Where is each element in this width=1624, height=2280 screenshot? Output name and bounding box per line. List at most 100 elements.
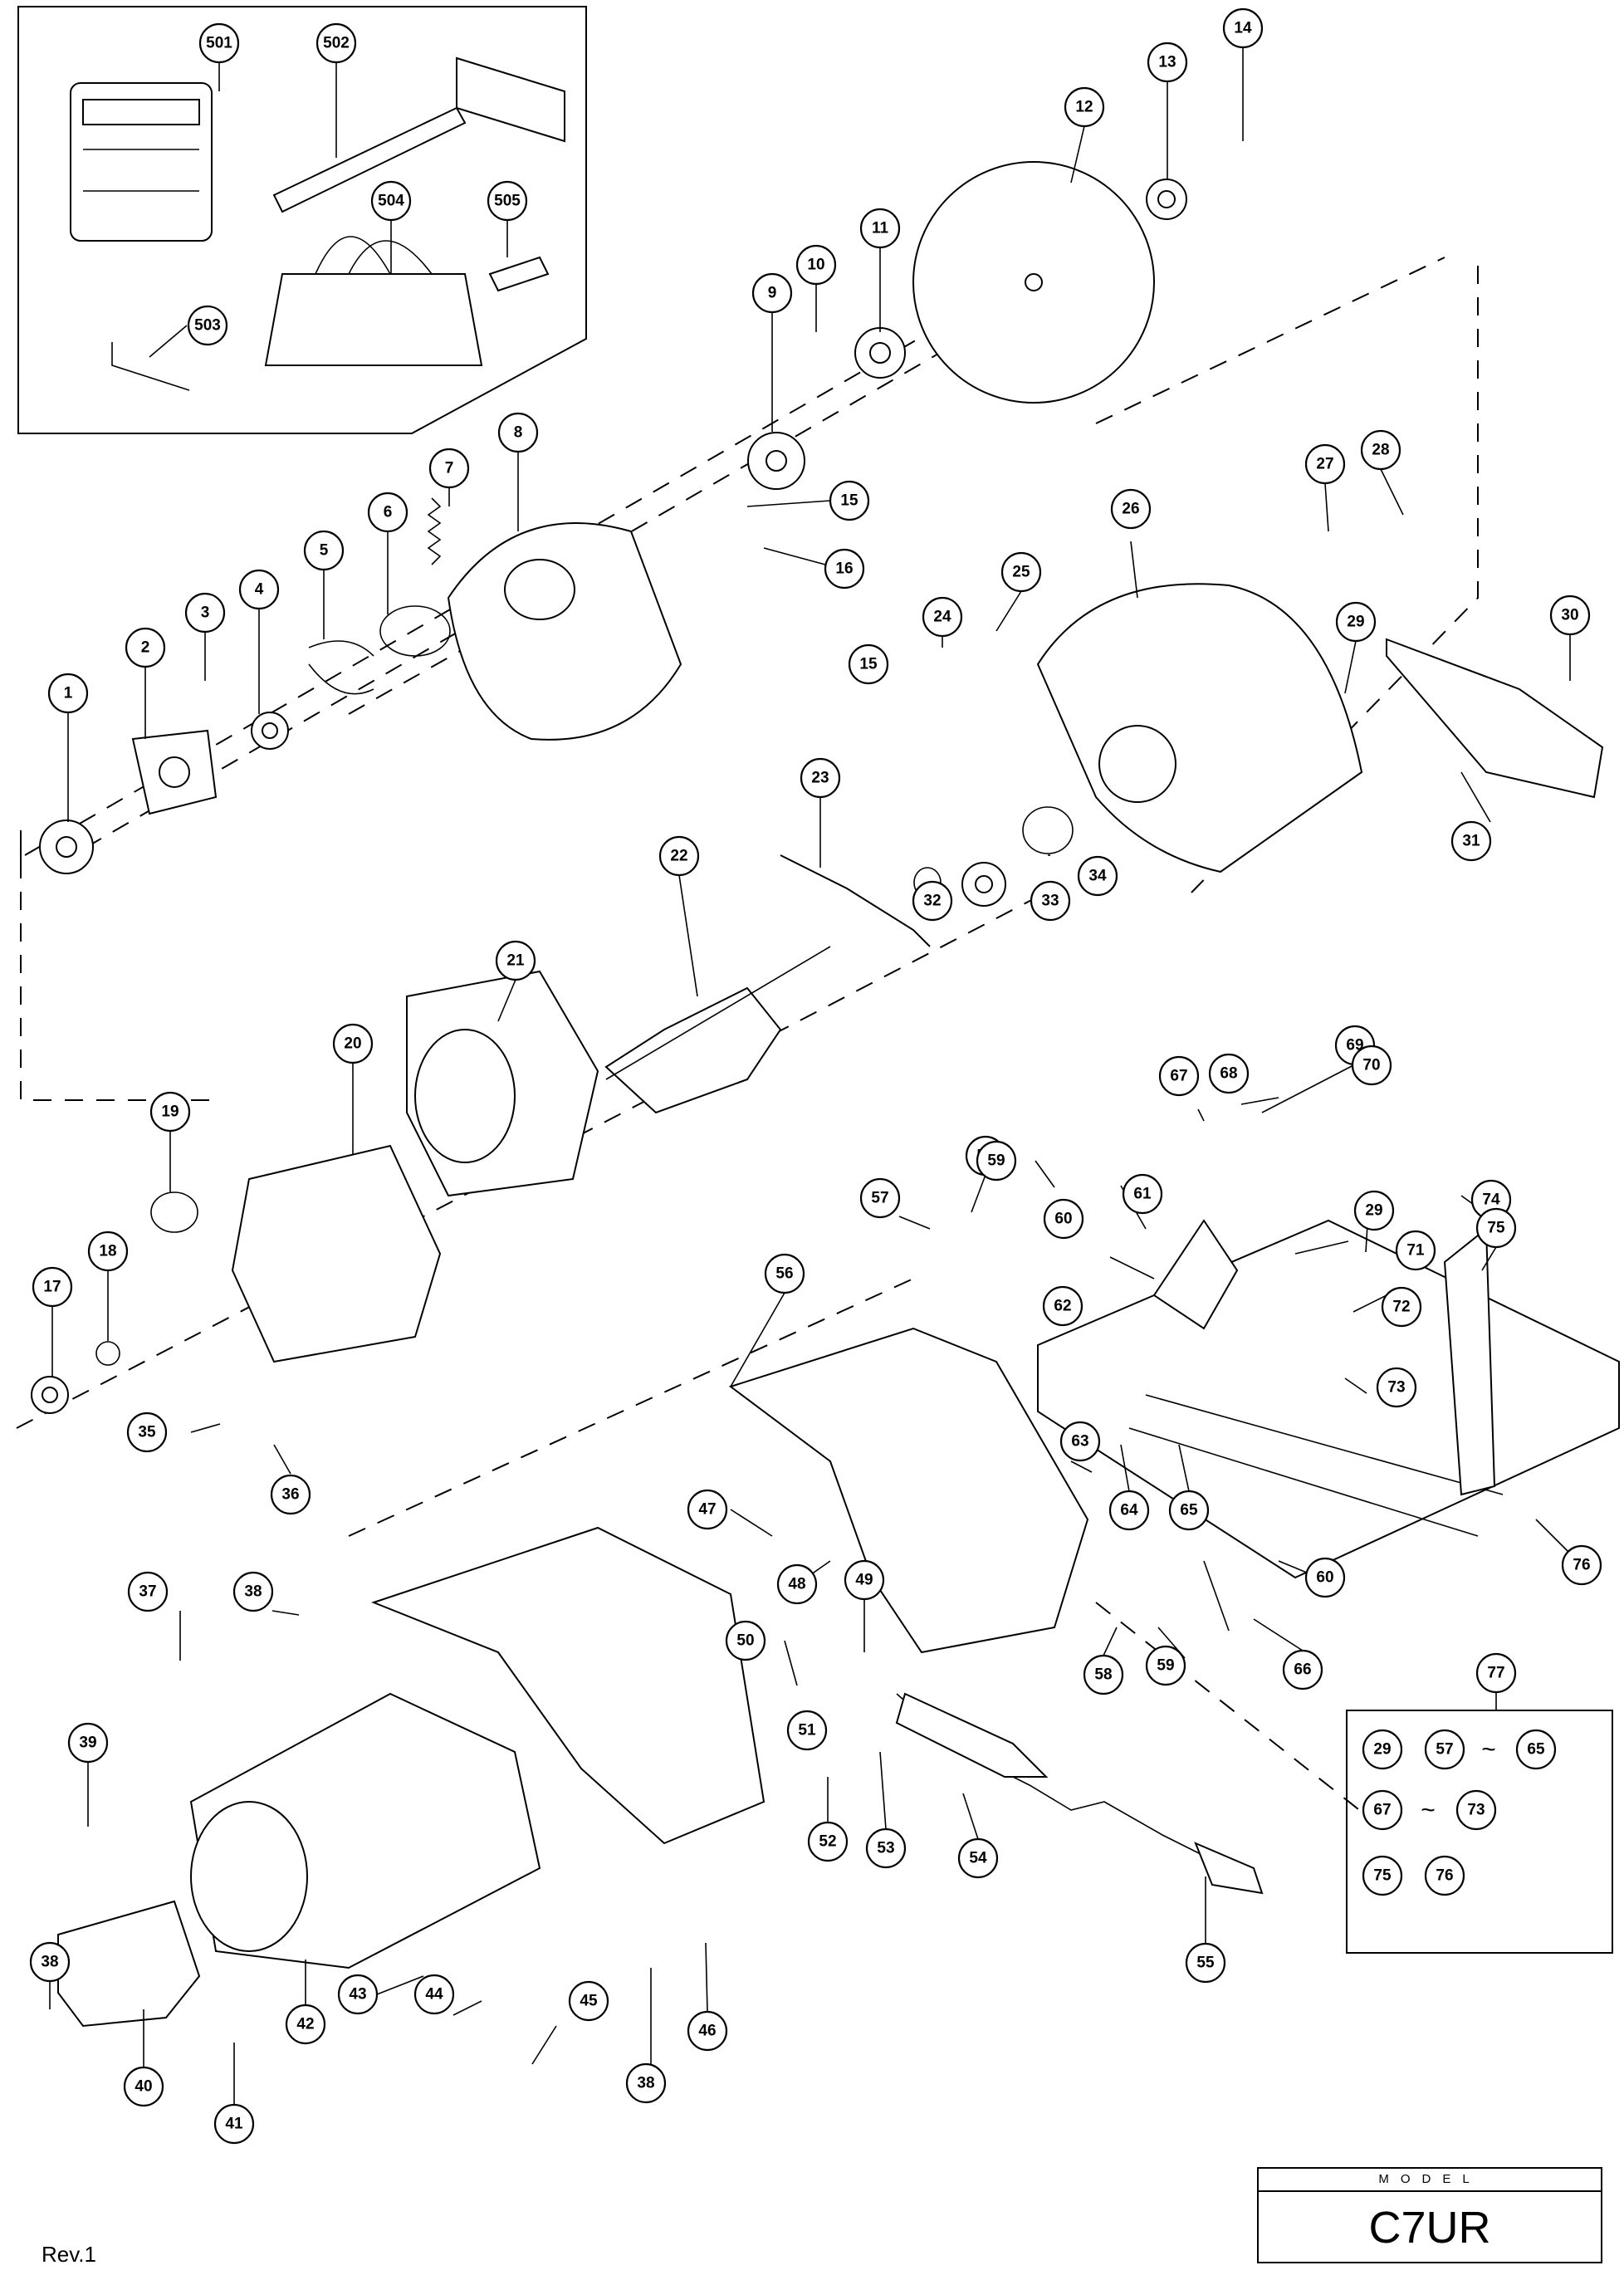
callout-33: 33 [1030, 880, 1071, 922]
callout-4: 4 [238, 569, 280, 610]
callout-circle [1030, 880, 1071, 922]
callout-number: 25 [1012, 564, 1030, 581]
callout-circle [1043, 1198, 1084, 1240]
callout-66: 66 [1282, 1649, 1323, 1690]
callout-55: 55 [1185, 1942, 1226, 1984]
callout-circle [428, 448, 470, 489]
callout-number: 44 [425, 1986, 443, 2004]
callout-circle [824, 548, 865, 590]
callout-54: 54 [957, 1837, 999, 1879]
callout-number: 27 [1316, 456, 1333, 473]
callout-circle [1561, 1544, 1602, 1586]
callout-60: 60 [1304, 1557, 1346, 1598]
callout-circle [127, 1571, 169, 1612]
callout-number: 60 [1054, 1211, 1072, 1228]
callout-circle [67, 1722, 109, 1764]
callout-number: 60 [1316, 1569, 1333, 1587]
callout-circle [1222, 7, 1264, 49]
callout-65: 65 [1168, 1490, 1210, 1531]
callout-7: 7 [428, 448, 470, 489]
callout-number: 505 [494, 193, 521, 210]
callout-number: 53 [877, 1840, 894, 1857]
callout-circle [1455, 1789, 1497, 1831]
callout-number: 32 [923, 893, 941, 910]
callout-number: 6 [384, 504, 393, 521]
callout-43: 43 [337, 1974, 379, 2015]
callout-number: 3 [201, 604, 210, 622]
callout-49: 49 [844, 1559, 885, 1601]
callout-circle [912, 880, 953, 922]
callout-26: 26 [1110, 488, 1152, 530]
callout-number: 61 [1133, 1186, 1152, 1203]
kit-group-box [1346, 1710, 1613, 1954]
motor-housing-42-icon [189, 1692, 541, 1969]
callout-501: 501 [198, 22, 240, 64]
callout-11: 11 [859, 208, 901, 249]
callout-circle [125, 627, 166, 668]
callout-number: 42 [296, 2016, 314, 2033]
callout-circle [497, 412, 539, 453]
callout-circle [1122, 1173, 1163, 1215]
callout-circle [687, 1489, 728, 1530]
callout-number: 75 [1487, 1220, 1505, 1237]
callout-circle [1158, 1055, 1200, 1097]
callout-number: 4 [255, 581, 264, 599]
callout-circle [1475, 1207, 1517, 1249]
callout-59: 59 [1145, 1645, 1186, 1686]
callout-circle [1450, 820, 1492, 862]
callout-number: 15 [859, 656, 878, 673]
callout-71: 71 [1395, 1230, 1436, 1271]
callout-23: 23 [800, 757, 841, 799]
callout-circle [198, 22, 240, 64]
callout-circle [1000, 551, 1042, 593]
handle-56-icon [728, 1327, 1089, 1654]
callout-circle [751, 272, 793, 314]
callout-17: 17 [32, 1266, 73, 1308]
callout-number: 66 [1294, 1661, 1311, 1679]
callout-9: 9 [751, 272, 793, 314]
callout-number: 38 [637, 2075, 654, 2092]
callout-number: 63 [1071, 1433, 1088, 1451]
washers-icon [747, 179, 1187, 490]
callout-32: 32 [912, 880, 953, 922]
callout-number: 23 [811, 770, 829, 787]
callout-circle [47, 673, 89, 714]
callout-51: 51 [786, 1710, 828, 1751]
model-name: C7UR [1368, 2203, 1491, 2253]
callout-circle [1064, 86, 1105, 128]
callout-number: 68 [1220, 1065, 1237, 1083]
callout-number: 17 [43, 1279, 61, 1296]
callout-504: 504 [370, 180, 412, 222]
callout-circle [1108, 1490, 1150, 1531]
callout-number: 503 [194, 317, 221, 335]
depth-plate-23-icon [780, 854, 931, 947]
callout-60: 60 [1043, 1198, 1084, 1240]
blade-12-icon [912, 161, 1155, 404]
callout-kit-67: 67 [1362, 1789, 1403, 1831]
spring-7-icon [427, 497, 442, 565]
callout-62: 62 [1042, 1285, 1083, 1327]
callout-36: 36 [270, 1474, 311, 1515]
callout-circle [568, 1980, 609, 2022]
callout-circle [800, 757, 841, 799]
callout-circle [1042, 1285, 1083, 1327]
callout-number: 12 [1075, 99, 1093, 116]
callout-circle [859, 1177, 901, 1219]
callout-38: 38 [29, 1941, 71, 1983]
callout-72: 72 [1381, 1286, 1422, 1328]
callout-number: 77 [1487, 1665, 1504, 1682]
callout-circle [213, 2103, 255, 2145]
callout-56: 56 [764, 1253, 805, 1294]
rings-icon [95, 605, 1074, 1366]
callout-45: 45 [568, 1980, 609, 2022]
callout-37: 37 [127, 1571, 169, 1612]
callout-circle [1475, 1652, 1517, 1694]
tool-bag-504-icon [264, 236, 483, 366]
lower-guard-8-icon [447, 522, 682, 741]
callout-503: 503 [187, 305, 228, 346]
callout-circle [957, 1837, 999, 1879]
callout-kit-65: 65 [1515, 1729, 1557, 1770]
callout-number: 55 [1196, 1955, 1215, 1972]
callout-circle [270, 1474, 311, 1515]
